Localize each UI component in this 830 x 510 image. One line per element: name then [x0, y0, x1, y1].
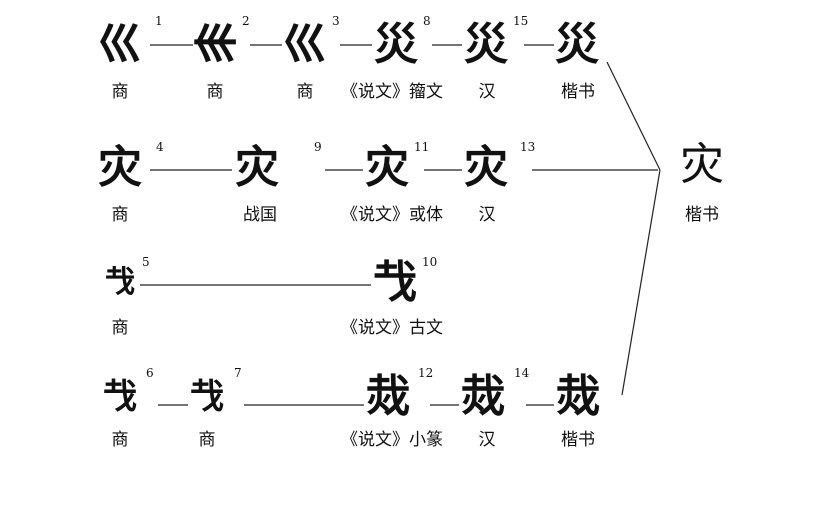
glyph: 巛 — [283, 19, 327, 70]
footnote-number: 3 — [332, 14, 340, 28]
glyph: 巛 — [98, 19, 142, 70]
footnote-number: 15 — [513, 14, 529, 28]
footnote-number: 11 — [414, 140, 430, 154]
footnote-number: 12 — [418, 366, 434, 380]
footnote-number: 13 — [520, 140, 536, 154]
period-label: 汉 — [478, 430, 496, 450]
footnote-number: 10 — [422, 255, 438, 269]
glyph: 𢦏 — [103, 377, 137, 417]
result-label: 楷书 — [685, 205, 719, 225]
glyph: 𢦏 — [373, 257, 417, 308]
glyph: 烖 — [461, 371, 505, 422]
glyph: 災 — [374, 19, 418, 70]
period-label: 战国 — [243, 205, 277, 225]
glyph: 𢦏 — [190, 377, 224, 417]
period-label: 商 — [111, 205, 129, 225]
period-label: 汉 — [478, 82, 496, 102]
glyph: 𢦏 — [105, 265, 135, 300]
footnote-number: 5 — [142, 255, 150, 269]
period-label: 商 — [111, 430, 129, 450]
footnote-number: 4 — [156, 140, 164, 154]
glyph: 災 — [555, 19, 599, 70]
period-label: 商 — [206, 82, 224, 102]
period-label: 商 — [111, 318, 129, 338]
glyph: 灾 — [464, 142, 508, 193]
connector-diagonal — [621, 169, 661, 396]
glyph: 灾 — [235, 142, 279, 193]
footnote-number: 6 — [146, 366, 154, 380]
footnote-number: 8 — [423, 14, 431, 28]
connector-diagonal — [606, 61, 661, 171]
period-label: 《说文》或体 — [341, 205, 443, 225]
glyph: 𡿧 — [193, 19, 237, 70]
glyph: 灾 — [98, 142, 142, 193]
period-label: 汉 — [478, 205, 496, 225]
glyph: 烖 — [556, 371, 600, 422]
glyph: 灾 — [365, 142, 409, 193]
glyph: 烖 — [366, 371, 410, 422]
footnote-number: 9 — [314, 140, 322, 154]
period-label: 楷书 — [561, 82, 595, 102]
period-label: 楷书 — [561, 430, 595, 450]
result-glyph: 灾 — [680, 139, 724, 190]
period-label: 《说文》古文 — [341, 318, 443, 338]
glyph: 災 — [464, 19, 508, 70]
footnote-number: 14 — [514, 366, 530, 380]
footnote-number: 7 — [234, 366, 242, 380]
period-label: 《说文》籀文 — [341, 82, 443, 102]
period-label: 商 — [111, 82, 129, 102]
period-label: 《说文》小篆 — [341, 430, 443, 450]
footnote-number: 2 — [242, 14, 250, 28]
period-label: 商 — [198, 430, 216, 450]
period-label: 商 — [296, 82, 314, 102]
footnote-number: 1 — [155, 14, 163, 28]
